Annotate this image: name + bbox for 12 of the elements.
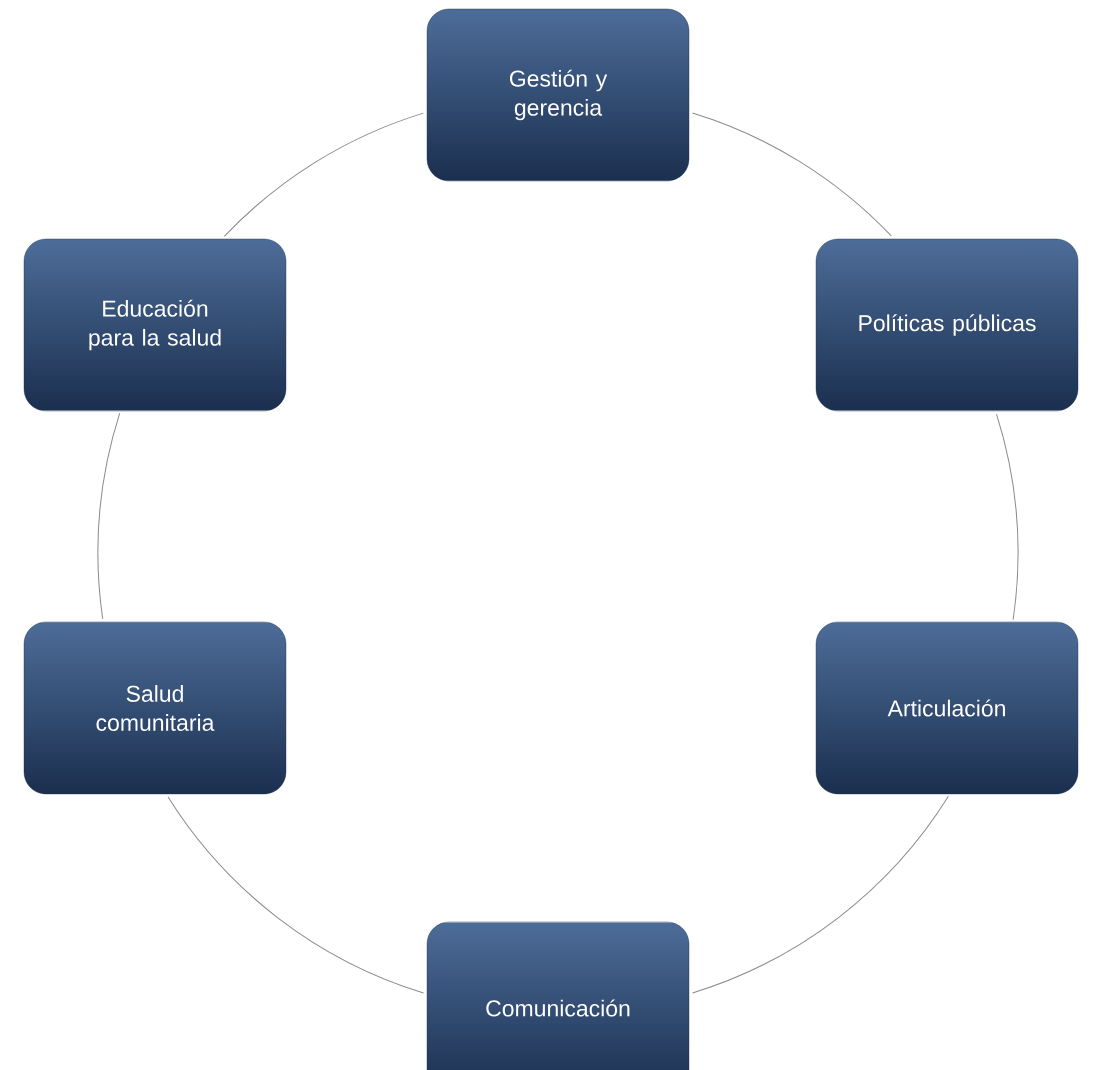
connector-arc xyxy=(97,412,121,620)
process-box: Comunicación xyxy=(426,921,690,1070)
connector-arc xyxy=(692,795,949,994)
connector-arc xyxy=(692,112,892,237)
connector-arc xyxy=(996,413,1019,621)
process-box: Salud comunitaria xyxy=(23,621,287,795)
process-box: Educación para la salud xyxy=(23,238,287,412)
connector-arc xyxy=(167,796,424,994)
connector-arc xyxy=(223,112,424,237)
process-box: Articulación xyxy=(815,621,1079,795)
process-box: Políticas públicas xyxy=(815,238,1079,412)
process-box: Gestión y gerencia xyxy=(426,8,690,182)
